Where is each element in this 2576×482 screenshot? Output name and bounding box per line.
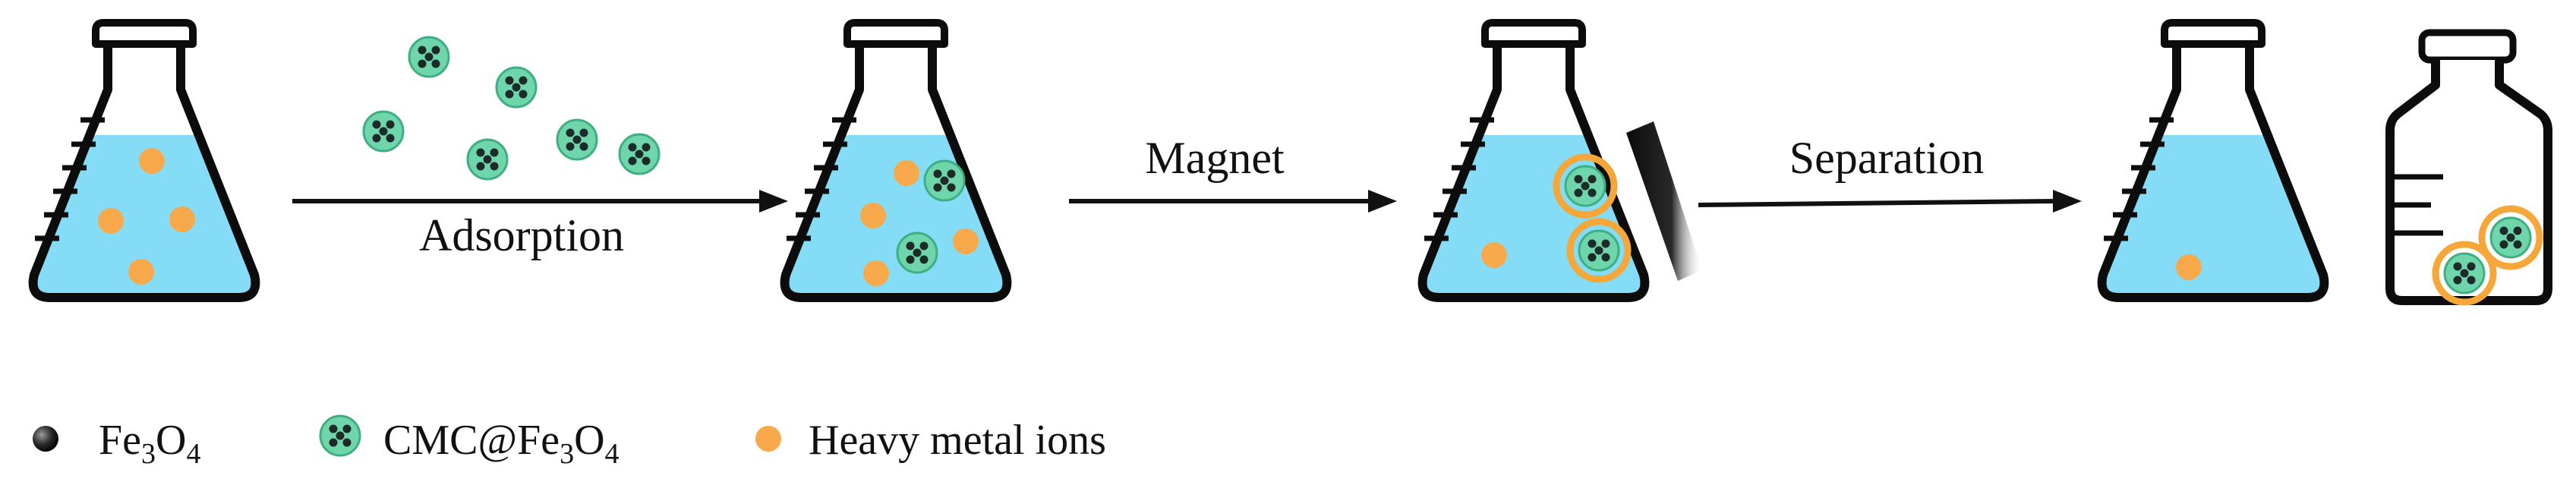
particle-marker [923, 159, 966, 202]
cmc-fe3o4-legend-icon [319, 414, 361, 457]
loaded-particle [1570, 222, 1628, 279]
ion-marker [139, 148, 165, 174]
flask-adsorption [785, 23, 1007, 298]
magnet-label: Magnet [1145, 133, 1285, 183]
fe3o4-legend-label: Fe3O4 [99, 417, 200, 470]
adsorption-label: Adsorption [419, 210, 624, 260]
ion-marker [860, 203, 886, 228]
flask-initial [33, 23, 256, 298]
ion-marker [1481, 242, 1507, 268]
arrow-magnet [1069, 190, 1397, 213]
heavy-metal-legend-icon [755, 426, 781, 452]
magnet [1626, 121, 1702, 281]
flask-separated [2102, 23, 2325, 298]
loaded-particle [2436, 244, 2493, 302]
ion-marker [128, 259, 154, 285]
arrow-adsorption [292, 190, 788, 213]
fe3o4-legend-icon [33, 426, 58, 452]
collection-jar [2385, 29, 2552, 302]
ion-marker [894, 160, 919, 186]
particle-marker [896, 232, 938, 274]
legend: Fe3O4 CMC@Fe3O4 Heavy metal ions [33, 414, 1106, 470]
heavy-metal-legend-label: Heavy metal ions [809, 417, 1106, 464]
added-particles [362, 36, 661, 181]
separation-label: Separation [1789, 133, 1985, 183]
ion-marker [169, 206, 195, 232]
loaded-particle [1556, 157, 1614, 215]
ion-marker [2176, 254, 2202, 280]
flask-magnet [1423, 23, 1702, 298]
ion-marker [98, 208, 124, 234]
arrow-separation [1698, 190, 2082, 213]
cmc-fe3o4-legend-label: CMC@Fe3O4 [383, 417, 620, 470]
ion-marker [953, 228, 979, 254]
ion-marker [863, 260, 889, 286]
